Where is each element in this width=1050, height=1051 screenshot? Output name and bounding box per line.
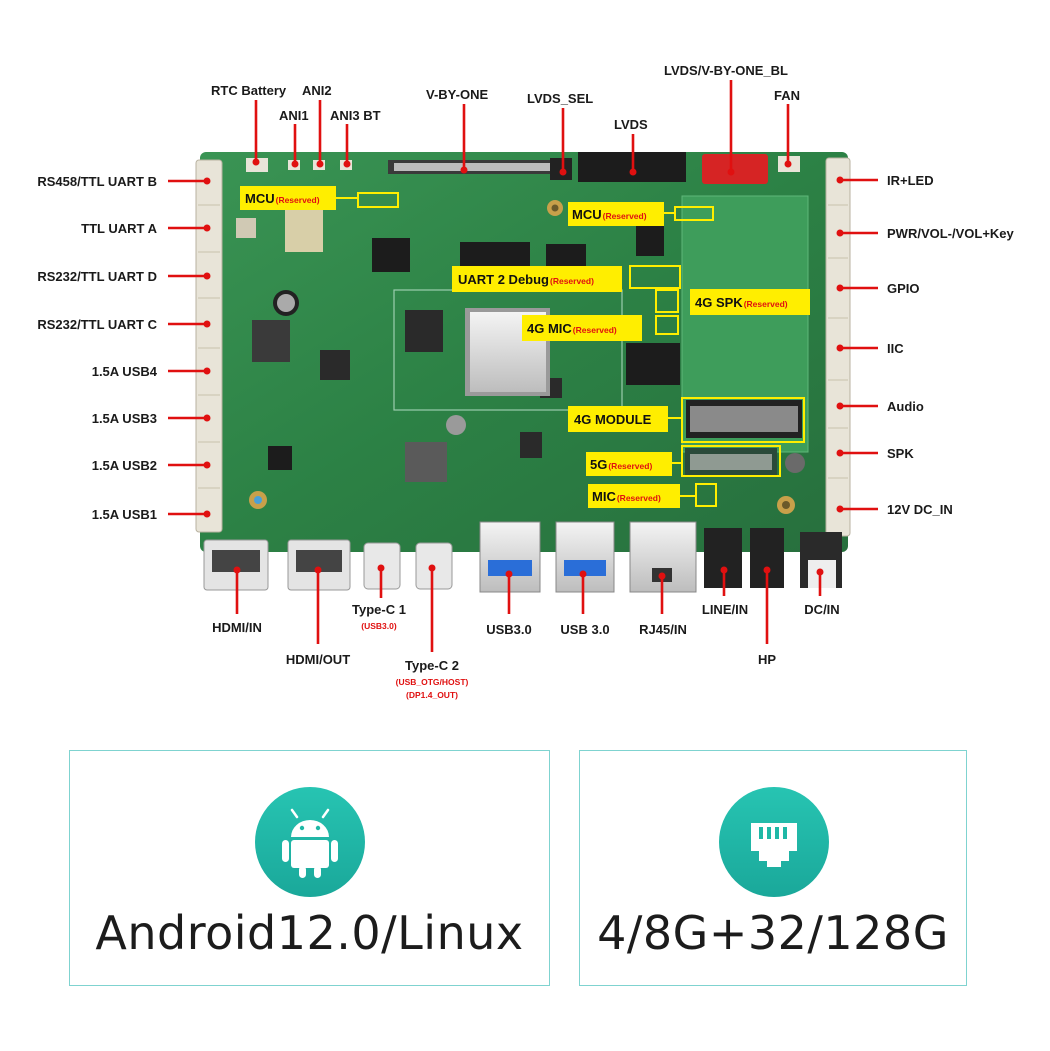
pointer-lines	[168, 80, 878, 652]
feature-card-memory: 4/8G+32/128G	[579, 750, 967, 986]
svg-text:4G MIC(Reserved): 4G MIC(Reserved)	[527, 321, 617, 336]
right-label: SPK	[887, 446, 914, 461]
android-icon	[255, 787, 365, 897]
label-lvds-sel: LVDS_SEL	[527, 91, 593, 106]
callout-4g-mic	[522, 315, 642, 341]
bottom-labels: HDMI/IN HDMI/OUT Type-C 1 (USB3.0) Type-…	[212, 602, 840, 700]
right-label: IR+LED	[887, 173, 934, 188]
pointer-dots	[203, 158, 844, 580]
svg-text:4G SPK(Reserved): 4G SPK(Reserved)	[695, 295, 788, 310]
label-typec-1: Type-C 1	[352, 602, 406, 617]
label-typec-2: Type-C 2	[405, 658, 459, 673]
left-label: TTL UART A	[81, 221, 157, 236]
callout-boxes: MCU(Reserved) MCU(Reserved) UART 2 Debug…	[240, 186, 810, 508]
svg-text:UART 2 Debug(Reserved): UART 2 Debug(Reserved)	[458, 272, 594, 287]
right-label: GPIO	[887, 281, 920, 296]
label-hdmi-out: HDMI/OUT	[286, 652, 350, 667]
pcb-board	[195, 152, 851, 552]
svg-text:4G MODULE: 4G MODULE	[574, 412, 652, 427]
left-label: 1.5A USB2	[92, 458, 157, 473]
label-fan: FAN	[774, 88, 800, 103]
callout-mcu-2	[568, 202, 664, 226]
right-label: 12V DC_IN	[887, 502, 953, 517]
feature-os-text: Android12.0/Linux	[95, 906, 524, 960]
svg-text:MIC(Reserved): MIC(Reserved)	[592, 489, 661, 504]
left-labels: RS458/TTL UART B TTL UART A RS232/TTL UA…	[37, 174, 157, 522]
right-label: PWR/VOL-/VOL+Key	[887, 226, 1015, 241]
label-typec-2-sub2: (DP1.4_OUT)	[406, 690, 458, 700]
svg-text:MCU(Reserved): MCU(Reserved)	[572, 207, 647, 222]
callout-mcu-1	[240, 186, 336, 210]
board-diagram: MCU(Reserved) MCU(Reserved) UART 2 Debug…	[37, 63, 1015, 700]
feature-memory-text: 4/8G+32/128G	[597, 906, 949, 960]
label-ani3-bt: ANI3 BT	[330, 108, 381, 123]
label-rj45: RJ45/IN	[639, 622, 687, 637]
label-typec-2-sub1: (USB_OTG/HOST)	[396, 677, 469, 687]
right-label: IIC	[887, 341, 904, 356]
callout-5g	[586, 452, 672, 476]
label-lvds-vbyone-bl: LVDS/V-BY-ONE_BL	[664, 63, 788, 78]
label-ani1: ANI1	[279, 108, 309, 123]
left-label: 1.5A USB4	[92, 364, 158, 379]
label-line-in: LINE/IN	[702, 602, 748, 617]
left-label: RS458/TTL UART B	[37, 174, 157, 189]
right-label: Audio	[887, 399, 924, 414]
svg-text:MCU(Reserved): MCU(Reserved)	[245, 191, 320, 206]
top-labels: RTC Battery ANI2 ANI1 ANI3 BT V-BY-ONE L…	[211, 63, 800, 132]
label-hp: HP	[758, 652, 776, 667]
callout-uart2	[452, 266, 622, 292]
label-dc-in: DC/IN	[804, 602, 839, 617]
left-label: RS232/TTL UART D	[37, 269, 157, 284]
callout-4g-module	[568, 406, 668, 432]
label-usb30-a: USB3.0	[486, 622, 532, 637]
label-ani2: ANI2	[302, 83, 332, 98]
callout-4g-spk	[690, 289, 810, 315]
feature-card-os: Android12.0/Linux	[69, 750, 550, 986]
label-typec-1-sub: (USB3.0)	[361, 621, 397, 631]
label-usb30-b: USB 3.0	[560, 622, 609, 637]
label-hdmi-in: HDMI/IN	[212, 620, 262, 635]
svg-text:5G(Reserved): 5G(Reserved)	[590, 457, 652, 472]
callout-mic	[588, 484, 680, 508]
label-lvds: LVDS	[614, 117, 648, 132]
label-v-by-one: V-BY-ONE	[426, 87, 488, 102]
label-rtc-battery: RTC Battery	[211, 83, 287, 98]
ethernet-port-icon	[719, 787, 829, 897]
left-label: RS232/TTL UART C	[37, 317, 157, 332]
left-label: 1.5A USB3	[92, 411, 157, 426]
left-label: 1.5A USB1	[92, 507, 157, 522]
right-labels: IR+LED PWR/VOL-/VOL+Key GPIO IIC Audio S…	[887, 173, 1015, 517]
